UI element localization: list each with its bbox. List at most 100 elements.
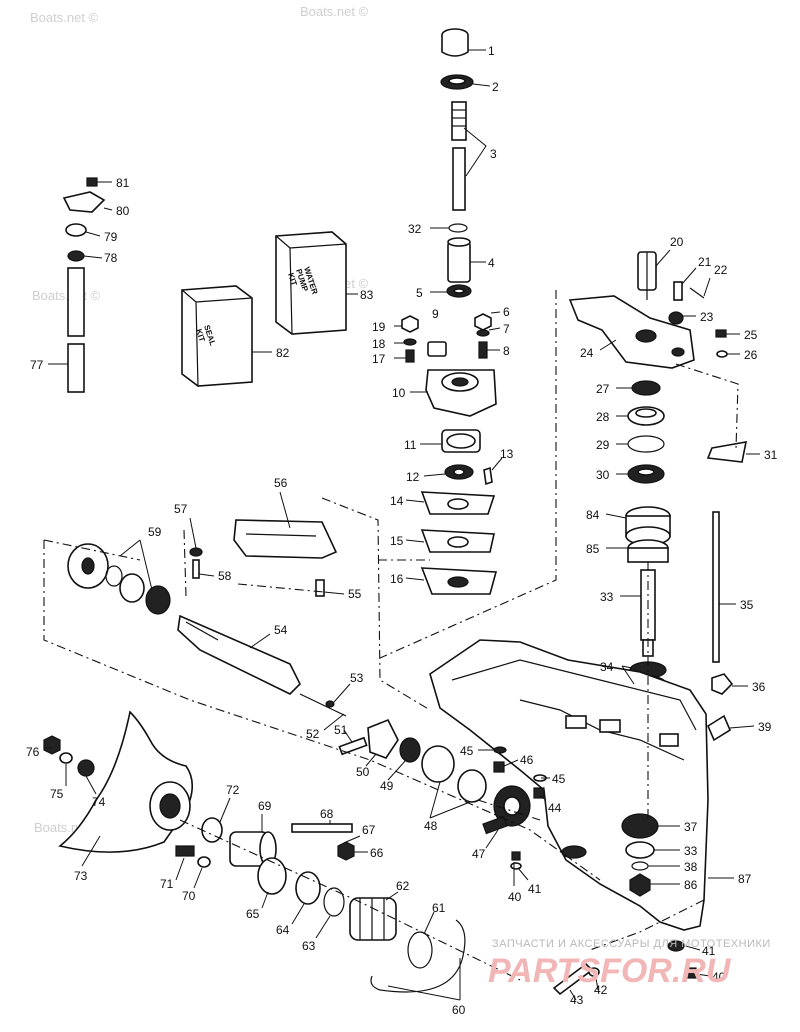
propeller-shaft-parts	[67, 519, 547, 835]
callout-73: 73	[74, 869, 88, 883]
callout-47: 47	[472, 847, 486, 861]
callout-4: 4	[488, 256, 495, 270]
callout-67: 67	[362, 823, 376, 837]
callout-24: 24	[580, 346, 594, 360]
callout-60: 60	[452, 1003, 466, 1017]
callout-39: 39	[758, 720, 772, 734]
callout-16: 16	[390, 572, 404, 586]
callout-13: 13	[500, 447, 514, 461]
callout-86: 86	[684, 878, 698, 892]
callout-8: 8	[503, 344, 510, 358]
callout-37: 37	[684, 820, 698, 834]
water-pump-kit-box: WATER PUMP KIT	[275, 231, 347, 335]
callout-81: 81	[116, 176, 130, 190]
callout-14: 14	[390, 494, 404, 508]
callout-59: 59	[148, 525, 162, 539]
callout-27: 27	[596, 382, 610, 396]
callout-69: 69	[258, 799, 272, 813]
callout-40: 40	[508, 890, 522, 904]
callout-1: 1	[488, 44, 495, 58]
callout-45-b: 45	[552, 772, 566, 786]
callout-5: 5	[416, 286, 423, 300]
callout-28: 28	[596, 410, 610, 424]
callout-52: 52	[306, 727, 320, 741]
shop-tagline: ЗАПЧАСТИ И АКСЕССУАРЫ ДЛЯ МОТОТЕХНИКИ	[492, 938, 771, 950]
callout-57: 57	[174, 502, 188, 516]
callout-12: 12	[406, 470, 420, 484]
callout-44: 44	[548, 801, 562, 815]
callout-80: 80	[116, 204, 130, 218]
watermark: Boats.net ©	[30, 10, 99, 25]
callout-82: 82	[276, 346, 290, 360]
callout-75: 75	[50, 787, 64, 801]
shop-logo: PARTSFOR.RU	[488, 952, 732, 990]
kit-text: KIT	[286, 272, 299, 287]
callout-20: 20	[670, 235, 684, 249]
assembly-lines	[43, 290, 739, 981]
callout-55: 55	[348, 587, 362, 601]
callout-36: 36	[752, 680, 766, 694]
seal-kit-box: SEAL KIT	[181, 285, 253, 387]
callout-46: 46	[520, 753, 534, 767]
callout-31: 31	[764, 448, 778, 462]
callout-22: 22	[714, 263, 728, 277]
callout-3: 3	[490, 147, 497, 161]
callout-77: 77	[30, 358, 44, 372]
callout-15: 15	[390, 534, 404, 548]
driveshaft-parts	[401, 28, 498, 595]
callout-10: 10	[392, 386, 406, 400]
callout-83: 83	[360, 288, 374, 302]
kit-text: KIT	[194, 328, 207, 343]
shift-housing-parts	[568, 251, 748, 484]
callout-49: 49	[380, 779, 394, 793]
callout-41: 41	[528, 882, 542, 896]
callout-38: 38	[684, 860, 698, 874]
callout-43: 43	[570, 993, 584, 1007]
callout-61: 61	[432, 901, 446, 915]
callout-45: 45	[460, 744, 474, 758]
callout-41-b: 41	[702, 944, 716, 958]
callout-79: 79	[104, 230, 118, 244]
callout-9: 9	[432, 307, 439, 321]
callout-21: 21	[698, 255, 712, 269]
callout-53: 53	[350, 671, 364, 685]
lower-bolts	[510, 851, 697, 996]
callout-85: 85	[586, 542, 600, 556]
callout-25: 25	[744, 328, 758, 342]
callout-54: 54	[274, 623, 288, 637]
callout-11: 11	[404, 438, 417, 452]
callout-33: 33	[600, 590, 614, 604]
watermark: Boats.net ©	[32, 288, 101, 303]
callout-26: 26	[744, 348, 758, 362]
callout-48: 48	[424, 819, 438, 833]
shift-rod-parts	[62, 177, 106, 393]
callout-71: 71	[160, 877, 174, 891]
callout-7: 7	[503, 322, 510, 336]
callout-33-b: 33	[684, 844, 698, 858]
gear-housing	[429, 639, 709, 931]
callout-63: 63	[302, 939, 316, 953]
propeller-parts	[43, 710, 466, 993]
callout-51: 51	[334, 723, 348, 737]
callout-87: 87	[738, 872, 752, 886]
callout-42: 42	[594, 983, 608, 997]
callout-84: 84	[586, 508, 600, 522]
callout-70: 70	[182, 889, 196, 903]
callout-74: 74	[92, 795, 106, 809]
callout-32: 32	[408, 222, 422, 236]
callout-35: 35	[740, 598, 754, 612]
callout-29: 29	[596, 438, 610, 452]
callout-58: 58	[218, 569, 232, 583]
leader-lines	[44, 49, 760, 1001]
callout-40-b: 40	[712, 970, 726, 984]
callout-34: 34	[600, 660, 614, 674]
callout-17: 17	[372, 352, 386, 366]
callout-30: 30	[596, 468, 610, 482]
callout-76: 76	[26, 745, 40, 759]
callout-62: 62	[396, 879, 410, 893]
callout-19: 19	[372, 320, 386, 334]
callout-66: 66	[370, 846, 384, 860]
callout-78: 78	[104, 251, 118, 265]
callout-56: 56	[274, 476, 288, 490]
